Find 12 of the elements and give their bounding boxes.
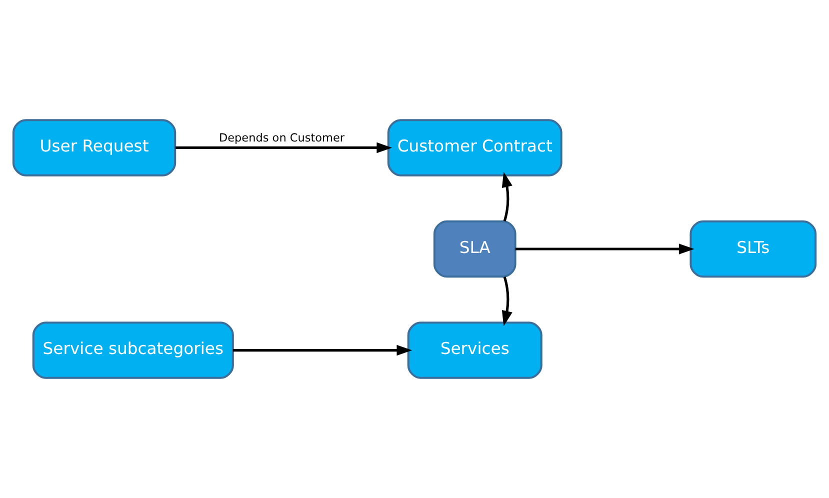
node-box: Service subcategories: [32, 322, 234, 379]
arrow: [502, 172, 512, 222]
arrow: [232, 344, 412, 356]
node-box: Services: [407, 322, 542, 379]
edge-label: Depends on Customer: [218, 131, 345, 144]
arrow: [175, 142, 392, 154]
arrow: [502, 276, 512, 326]
node-box: Customer Contract: [387, 119, 562, 176]
node-box: SLA: [433, 220, 516, 278]
node-box: SLTs: [690, 220, 817, 278]
node-box: User Request: [12, 119, 176, 176]
arrow: [515, 244, 694, 254]
